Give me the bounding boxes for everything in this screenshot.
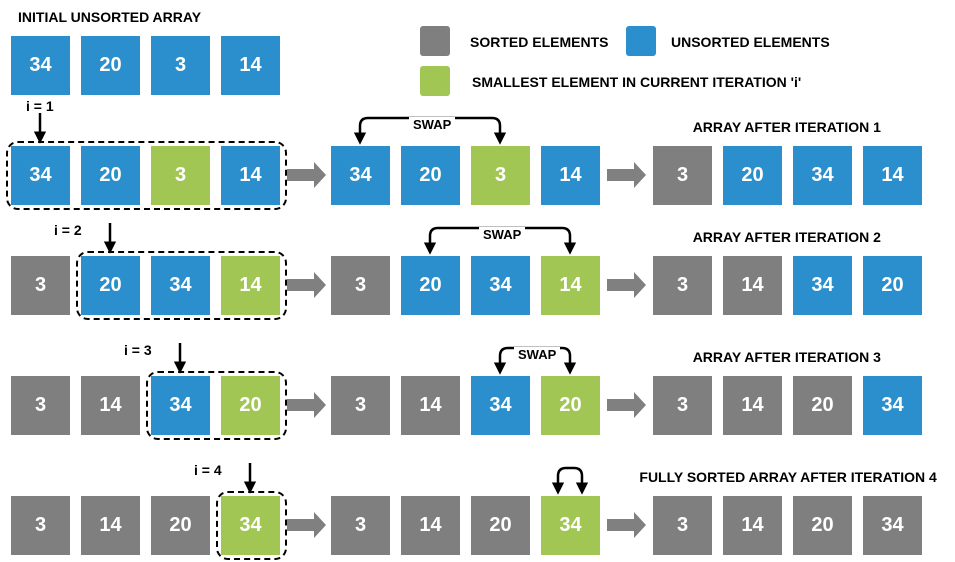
after-array-cell: 34 [793, 146, 852, 205]
before-array-cell: 20 [151, 496, 210, 555]
swap-array-cell: 3 [331, 496, 390, 555]
swap-array-cell: 14 [401, 376, 460, 435]
after-array-cell: 14 [723, 376, 782, 435]
flow-arrow [287, 392, 326, 418]
swap-label: SWAP [479, 227, 526, 242]
unsorted-region-bracket [76, 251, 287, 320]
iteration-result-title: FULLY SORTED ARRAY AFTER ITERATION 4 [639, 469, 937, 485]
before-array-cell: 34 [151, 256, 210, 315]
after-array-cell: 34 [793, 256, 852, 315]
initial-array-cell: 34 [11, 36, 70, 95]
before-array-cell: 20 [221, 376, 280, 435]
initial-array-cell: 3 [151, 36, 210, 95]
iteration-index-label: i = 4 [194, 462, 222, 478]
after-array-cell: 20 [723, 146, 782, 205]
after-array-cell: 20 [863, 256, 922, 315]
legend-swatch-sorted [420, 26, 450, 56]
swap-array-cell: 3 [331, 256, 390, 315]
after-array-cell: 14 [723, 256, 782, 315]
flow-arrow [607, 512, 646, 538]
flow-arrow [607, 162, 646, 188]
flow-arrow [287, 162, 326, 188]
swap-array-cell: 34 [541, 496, 600, 555]
after-array-cell: 3 [653, 376, 712, 435]
swap-array-cell: 14 [401, 496, 460, 555]
after-array-cell: 34 [863, 376, 922, 435]
flow-arrow [287, 272, 326, 298]
iteration-index-label: i = 2 [54, 222, 82, 238]
swap-label: SWAP [409, 117, 456, 132]
iteration-result-title: ARRAY AFTER ITERATION 2 [692, 229, 881, 245]
after-array-cell: 3 [653, 256, 712, 315]
legend-swatch-smallest [420, 66, 450, 96]
swap-array-cell: 34 [471, 256, 530, 315]
title-initial-array: INITIAL UNSORTED ARRAY [18, 9, 202, 25]
after-array-cell: 3 [653, 496, 712, 555]
swap-bracket-arrow [556, 466, 589, 495]
unsorted-region-bracket [146, 371, 287, 440]
before-array-cell: 3 [151, 146, 210, 205]
before-array-cell: 3 [11, 496, 70, 555]
after-array-cell: 14 [863, 146, 922, 205]
flow-arrow [607, 392, 646, 418]
before-array-cell: 3 [11, 376, 70, 435]
swap-label: SWAP [514, 347, 561, 362]
swap-array-cell: 34 [331, 146, 390, 205]
before-array-cell: 34 [11, 146, 70, 205]
before-array-cell: 20 [81, 146, 140, 205]
legend-label-sorted: SORTED ELEMENTS [470, 34, 609, 50]
legend-swatch-unsorted [626, 26, 656, 56]
iteration-result-title: ARRAY AFTER ITERATION 1 [692, 119, 881, 135]
swap-array-cell: 3 [471, 146, 530, 205]
initial-array-cell: 14 [221, 36, 280, 95]
before-array-cell: 14 [81, 496, 140, 555]
swap-array-cell: 34 [471, 376, 530, 435]
swap-array-cell: 14 [541, 256, 600, 315]
swap-array-cell: 3 [331, 376, 390, 435]
after-array-cell: 34 [863, 496, 922, 555]
swap-array-cell: 20 [471, 496, 530, 555]
iteration-index-label: i = 1 [26, 98, 54, 114]
before-array-cell: 14 [221, 256, 280, 315]
after-array-cell: 3 [653, 146, 712, 205]
unsorted-region-bracket [6, 141, 287, 210]
legend-label-unsorted: UNSORTED ELEMENTS [671, 34, 830, 50]
before-array-cell: 34 [221, 496, 280, 555]
swap-array-cell: 20 [401, 146, 460, 205]
iteration-result-title: ARRAY AFTER ITERATION 3 [692, 349, 881, 365]
after-array-cell: 14 [723, 496, 782, 555]
flow-arrow [607, 272, 646, 298]
iteration-index-label: i = 3 [124, 342, 152, 358]
after-array-cell: 20 [793, 376, 852, 435]
swap-array-cell: 14 [541, 146, 600, 205]
flow-arrow [287, 512, 326, 538]
before-array-cell: 14 [221, 146, 280, 205]
swap-array-cell: 20 [401, 256, 460, 315]
after-array-cell: 20 [793, 496, 852, 555]
before-array-cell: 3 [11, 256, 70, 315]
before-array-cell: 20 [81, 256, 140, 315]
before-array-cell: 34 [151, 376, 210, 435]
initial-array-cell: 20 [81, 36, 140, 95]
swap-array-cell: 20 [541, 376, 600, 435]
unsorted-region-bracket [216, 491, 287, 560]
legend-label-smallest: SMALLEST ELEMENT IN CURRENT ITERATION 'i… [472, 74, 802, 90]
before-array-cell: 14 [81, 376, 140, 435]
